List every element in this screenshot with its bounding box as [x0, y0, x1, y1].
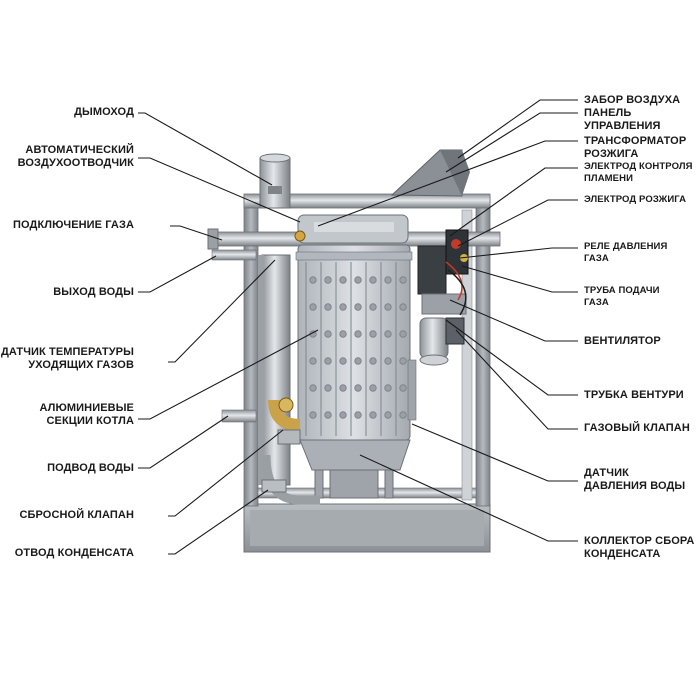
- label-gas-connection: ПОДКЛЮЧЕНИЕ ГАЗА: [12, 219, 134, 231]
- leader-line: [138, 415, 229, 469]
- leader-line: [138, 329, 319, 420]
- leader-line: [449, 299, 578, 342]
- label-gas-supply-pipe: ТРУБА ПОДАЧИ ГАЗА: [584, 285, 660, 308]
- leader-line: [168, 429, 284, 517]
- label-ignition-transformer: ТРАНСФОРМАТОР РОЗЖИГА: [584, 135, 687, 160]
- leader-line: [170, 225, 223, 241]
- label-control-panel: ПАНЕЛЬ УПРАВЛЕНИЯ: [584, 107, 661, 132]
- label-fan: ВЕНТИЛЯТОР: [584, 335, 661, 347]
- label-ignition-electrode: ЭЛЕКТРОД РОЗЖИГА: [584, 194, 687, 205]
- leader-line: [457, 199, 578, 247]
- leader-line: [455, 329, 578, 430]
- leader-line: [317, 140, 578, 227]
- label-condensate-collector: КОЛЛЕКТОР СБОРА КОНДЕНСАТА: [584, 535, 695, 560]
- leader-line: [138, 112, 273, 186]
- label-water-outlet: ВЫХОД ВОДЫ: [53, 286, 134, 298]
- label-air-intake: ЗАБОР ВОЗДУХА: [584, 94, 681, 106]
- label-gas-valve: ГАЗОВЫЙ КЛАПАН: [584, 422, 690, 434]
- leader-line: [449, 167, 578, 237]
- label-gas-pressure-relay: РЕЛЕ ДАВЛЕНИЯ ГАЗА: [584, 241, 668, 264]
- leader-line: [359, 454, 578, 542]
- leader-line: [457, 99, 578, 159]
- label-flue-temp-sensor: ДАТЧИК ТЕМПЕРАТУРЫ УХОДЯЩИХ ГАЗОВ: [0, 346, 134, 371]
- leader-line: [445, 112, 578, 173]
- label-air-vent: АВТОМАТИЧЕСКИЙ ВОЗДУХООТВОДЧИК: [17, 144, 134, 169]
- leader-line: [411, 423, 578, 482]
- leader-line: [445, 319, 578, 396]
- label-condensate-drain: ОТВОД КОНДЕНСАТА: [14, 547, 134, 559]
- leader-line: [168, 259, 276, 363]
- leader-line: [461, 265, 578, 293]
- label-aluminium-sections: АЛЮМИНИЕВЫЕ СЕКЦИИ КОТЛА: [39, 402, 134, 427]
- label-water-inlet: ПОДВОД ВОДЫ: [47, 462, 134, 474]
- label-flame-electrode: ЭЛЕКТРОД КОНТРОЛЯ ПЛАМЕНИ: [584, 161, 693, 184]
- leader-line: [168, 489, 269, 555]
- label-venturi-tube: ТРУБКА ВЕНТУРИ: [584, 389, 684, 401]
- leader-line: [459, 247, 578, 259]
- label-chimney: ДЫМОХОД: [74, 106, 134, 118]
- leader-line: [138, 157, 301, 223]
- label-relief-valve: СБРОСНОЙ КЛАПАН: [19, 509, 134, 521]
- leader-lines: [138, 99, 578, 555]
- leader-line: [138, 255, 217, 293]
- label-water-pressure-sensor: ДАТЧИК ДАВЛЕНИЯ ВОДЫ: [584, 467, 686, 492]
